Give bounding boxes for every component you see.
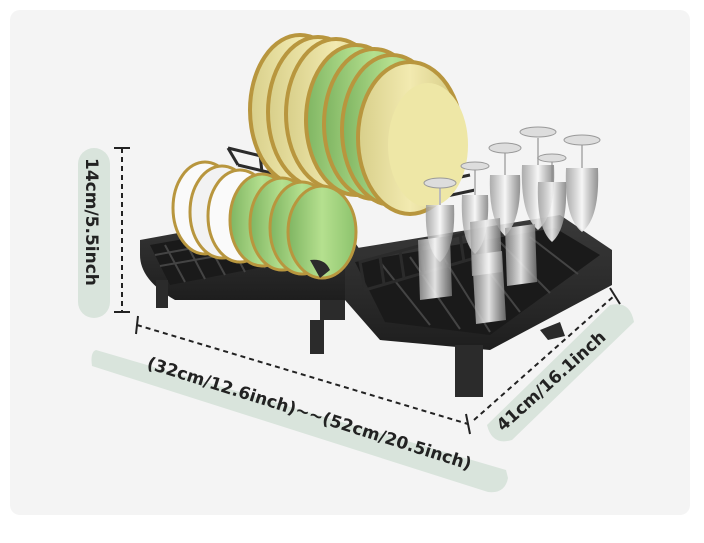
height-dimension-line (114, 147, 130, 313)
height-label-pill (78, 148, 110, 318)
lower-plate-stack (171, 160, 358, 280)
width-label-pill (91, 350, 508, 493)
wine-glasses (423, 126, 601, 262)
width-label: (32cm/12.6inch)~~(52cm/20.5inch) (144, 354, 473, 475)
height-label: 14cm/5.5inch (81, 158, 101, 286)
tumbler-glasses (418, 218, 537, 324)
width-dimension-line (135, 315, 471, 435)
depth-label: 41cm/16.1inch (493, 327, 610, 435)
rack-handle (310, 259, 330, 278)
upper-plate-stack (248, 33, 468, 216)
depth-dimension-line (473, 287, 621, 421)
depth-label-pill (487, 304, 634, 442)
